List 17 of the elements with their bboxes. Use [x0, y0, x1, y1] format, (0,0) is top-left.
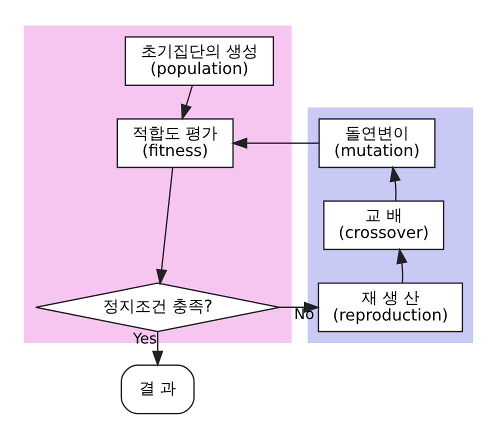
node-box: 적합도 평가 (fitness) [116, 118, 234, 168]
arrow [231, 137, 320, 148]
node-diamond: 정지조건 충족? [35, 282, 280, 332]
arrow [280, 301, 320, 312]
node-box: 재 생 산 (reproduction) [318, 282, 464, 332]
node-box: 초기집단의 생성 (population) [124, 36, 274, 86]
node-box: 결 과 [120, 364, 195, 414]
arrow [180, 84, 194, 120]
cluster [24, 24, 292, 342]
edge-label: No [294, 306, 314, 323]
arrow [390, 165, 401, 200]
edge-label: Yes [132, 330, 157, 348]
node-box: 교 배 (crossover) [323, 200, 444, 250]
node-box: 돌연변이 (mutation) [318, 118, 436, 168]
arrow [396, 247, 408, 282]
arrow [156, 167, 174, 285]
arrow [152, 331, 164, 366]
